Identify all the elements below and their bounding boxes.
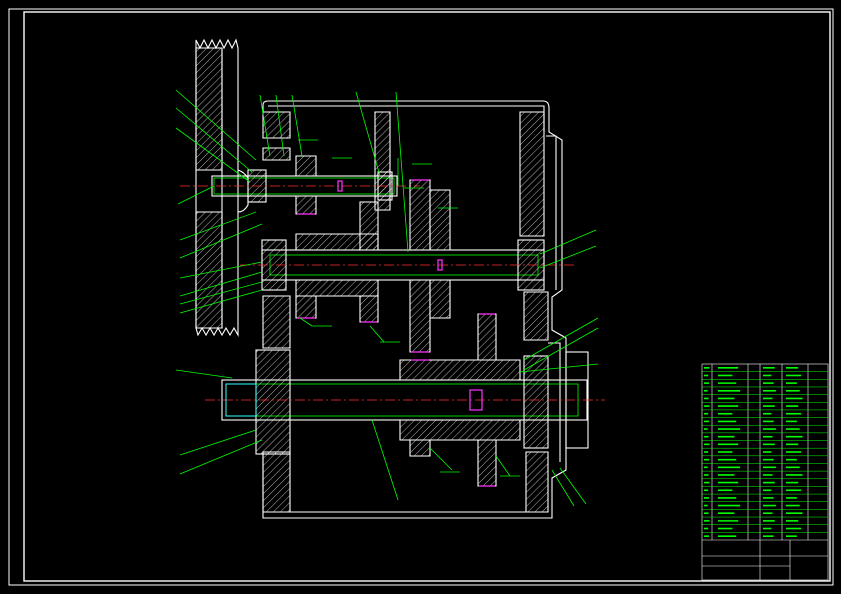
fit-callouts: [298, 139, 520, 477]
intermediate-shaft: [240, 239, 575, 291]
v-belt-pulley: [195, 38, 249, 338]
parts-list-table: [701, 363, 829, 581]
large-intermediate-gear: [409, 179, 451, 353]
inner-border: [23, 11, 831, 582]
outer-border: [8, 8, 834, 586]
leader-lines: [175, 89, 599, 507]
first-stage-gear-pair: [295, 155, 379, 323]
output-gear: [399, 313, 521, 487]
